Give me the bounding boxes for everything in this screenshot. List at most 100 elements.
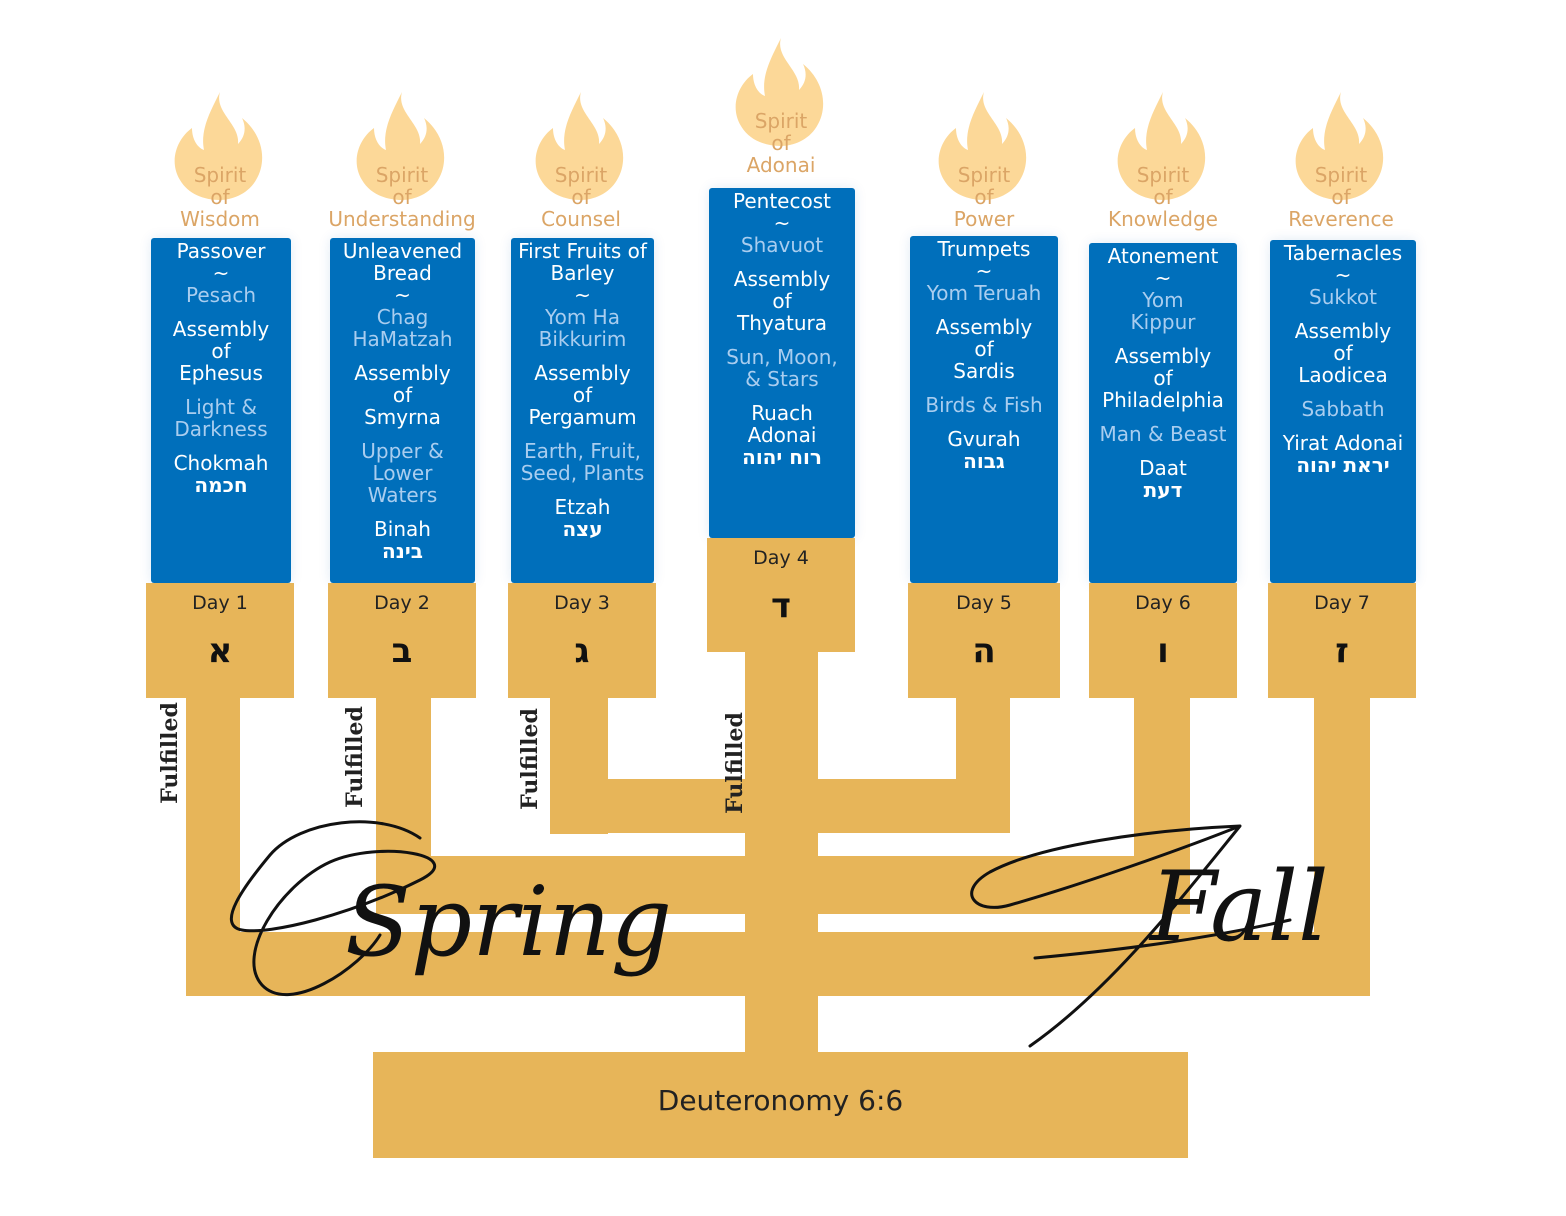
fulfilled-label-4: Fulfilled — [722, 712, 748, 814]
flame-3 — [531, 90, 631, 204]
hebrew-word: בינה — [382, 539, 423, 563]
flame-icon — [535, 92, 624, 200]
creation-day-works: Upper & Lower Waters — [361, 439, 444, 507]
spirit-label-4: Spirit of Adonai — [746, 109, 816, 177]
assembly-name: Assembly of Philadelphia — [1102, 344, 1224, 412]
spirit-attribute: Binah — [374, 517, 431, 541]
tilde: ~ — [773, 211, 791, 235]
feast-name: Passover — [176, 239, 266, 263]
hebrew-word: דעת — [1143, 478, 1183, 502]
hebrew-letter: ה — [972, 631, 996, 671]
hebrew-word: רוח יהוה — [742, 445, 822, 469]
spirit-label-3: Spirit of Counsel — [541, 163, 621, 231]
assembly-name: Assembly of Thyatura — [733, 267, 831, 335]
flame-4 — [731, 36, 831, 150]
flame-5 — [934, 90, 1034, 204]
tilde: ~ — [975, 259, 993, 283]
creation-day-works: Light & Darkness — [174, 395, 268, 441]
spirit-attribute: Ruach Adonai — [747, 401, 817, 447]
feast-name: Trumpets — [937, 237, 1031, 261]
feast-hebrew-name: Pesach — [186, 283, 256, 307]
flame-2 — [352, 90, 452, 204]
cup-6: Day 6 ו — [1089, 583, 1237, 698]
spirit-label-1: Spirit of Wisdom — [180, 163, 260, 231]
spirit-attribute: Etzah — [554, 495, 611, 519]
assembly-name: Assembly of Smyrna — [354, 361, 451, 429]
flame-7 — [1291, 90, 1391, 204]
tilde: ~ — [1334, 263, 1352, 287]
cup-2: Day 2 ב — [328, 583, 476, 698]
flame-icon — [174, 92, 263, 200]
tilde: ~ — [574, 283, 591, 307]
day-label: Day 1 — [192, 592, 248, 614]
feast-name: First Fruits of Barley — [518, 239, 647, 285]
fulfilled-label-3: Fulfilled — [517, 708, 543, 810]
hebrew-word: חכמה — [194, 473, 248, 497]
flame-icon — [1117, 92, 1206, 200]
feast-hebrew-name: Yom Ha Bikkurim — [538, 305, 627, 351]
feast-name: Tabernacles — [1283, 241, 1403, 265]
flame-6 — [1113, 90, 1213, 204]
arm-middle-right-vertical — [1134, 690, 1190, 912]
feast-hebrew-name: Yom Kippur — [1130, 288, 1196, 334]
assembly-name: Assembly of Pergamum — [528, 361, 637, 429]
menorah-base: Deuteronomy 6:6 — [373, 1052, 1188, 1158]
spirit-attribute: Chokmah — [173, 451, 269, 475]
day-label: Day 7 — [1314, 592, 1370, 614]
tilde: ~ — [394, 283, 411, 307]
tilde: ~ — [1154, 266, 1172, 290]
spirit-label-2: Spirit of Understanding — [328, 163, 476, 231]
feast-hebrew-name: Yom Teruah — [926, 281, 1042, 305]
base-reference: Deuteronomy 6:6 — [657, 1084, 904, 1117]
creation-day-works: Man & Beast — [1099, 422, 1227, 446]
cup-7: Day 7 ז — [1268, 583, 1416, 698]
creation-day-works: Birds & Fish — [925, 393, 1043, 417]
feast-hebrew-name: Chag HaMatzah — [352, 305, 453, 351]
feast-hebrew-name: Shavuot — [740, 233, 824, 257]
flame-icon — [938, 92, 1027, 200]
tilde: ~ — [212, 261, 230, 285]
hebrew-letter: ג — [574, 631, 590, 671]
assembly-name: Assembly of Laodicea — [1294, 319, 1392, 387]
day-label: Day 2 — [374, 592, 430, 614]
creation-day-works: Sabbath — [1301, 397, 1385, 421]
hebrew-letter: ז — [1335, 631, 1349, 671]
hebrew-letter: ב — [391, 631, 413, 671]
creation-day-works: Sun, Moon, & Stars — [726, 345, 838, 391]
arm-outer-right-vertical — [1314, 690, 1370, 996]
assembly-name: Assembly of Ephesus — [172, 317, 270, 385]
spirit-attribute: Yirat Adonai — [1282, 431, 1404, 455]
fulfilled-label-2: Fulfilled — [342, 706, 368, 808]
flame-icon — [1295, 92, 1384, 200]
day-label: Day 6 — [1135, 592, 1191, 614]
hebrew-word: גבוה — [963, 449, 1005, 473]
feast-name: Unleavened Bread — [342, 239, 463, 285]
spirit-label-5: Spirit of Power — [953, 163, 1015, 231]
assembly-name: Assembly of Sardis — [935, 315, 1033, 383]
feast-name: Pentecost — [733, 189, 831, 213]
hebrew-letter: א — [207, 631, 233, 671]
spirit-label-7: Spirit of Reverence — [1288, 163, 1394, 231]
spirit-attribute: Gvurah — [947, 427, 1021, 451]
hebrew-letter: ו — [1157, 631, 1169, 671]
feast-hebrew-name: Sukkot — [1309, 285, 1377, 309]
flame-icon — [735, 38, 824, 146]
spirit-label-6: Spirit of Knowledge — [1108, 163, 1218, 231]
fulfilled-label-1: Fulfilled — [157, 702, 183, 804]
day-label: Day 4 — [753, 547, 809, 569]
